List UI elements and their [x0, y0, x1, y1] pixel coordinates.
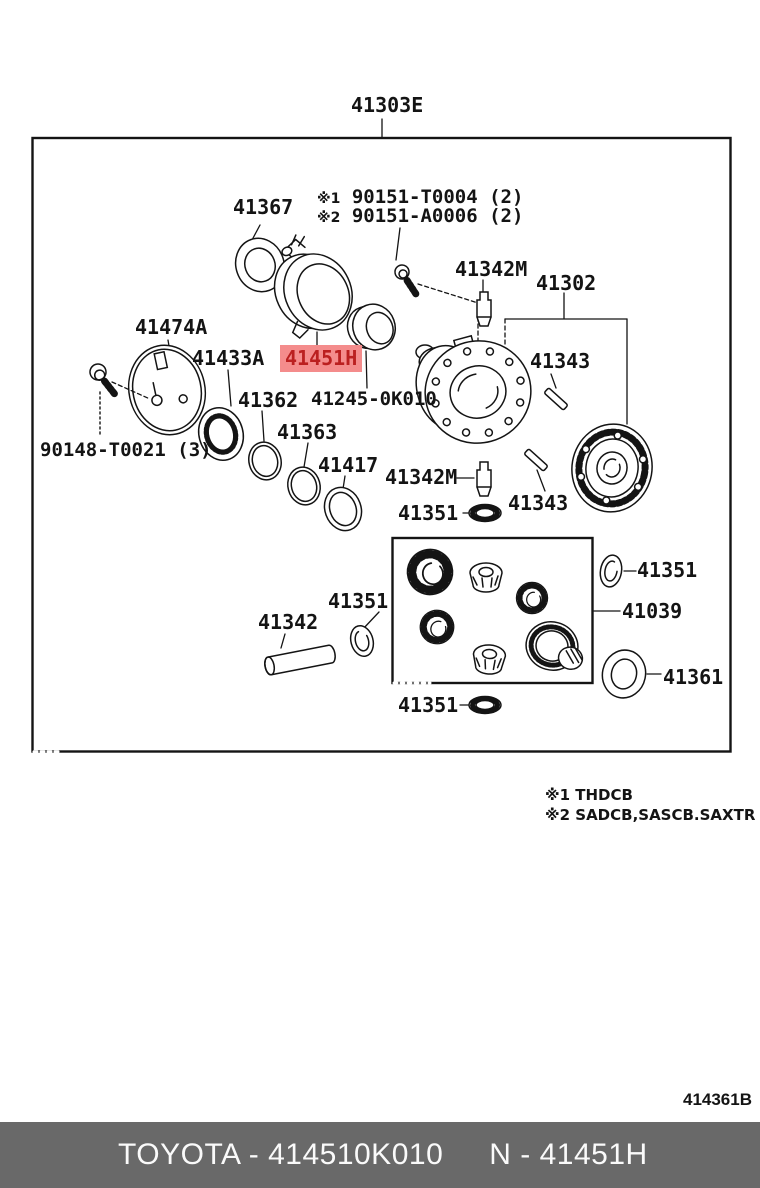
figure-code: 414361B — [682, 1090, 752, 1109]
shaft-41342-drawing — [264, 644, 336, 676]
ring-41367-drawing — [234, 237, 286, 293]
part-label-41361[interactable]: 41361 — [663, 665, 724, 689]
washer-41351-mid-drawing — [468, 503, 502, 523]
part-label-41451h-highlighted[interactable]: 41451H — [280, 345, 363, 372]
part-label-41343-upper[interactable]: 41343 — [530, 349, 591, 373]
rotor-41451h-drawing — [273, 234, 353, 340]
footer-reference-number: N - 41451H — [489, 1138, 648, 1171]
washer-41351-bottom-drawing — [468, 695, 502, 715]
part-label-41433a[interactable]: 41433A — [192, 346, 265, 370]
plate-41474a-drawing — [127, 344, 207, 436]
ring-41417-drawing — [323, 486, 363, 532]
plug-41342m-top-drawing — [476, 291, 492, 327]
gear-kit-41039-drawing — [403, 545, 584, 676]
part-label-41417[interactable]: 41417 — [318, 453, 379, 477]
gear-kit-box — [391, 536, 594, 685]
pin-41343-lower-drawing — [524, 448, 548, 472]
note-sadcb: ※2 SADCB,SASCB.SAXTR — [545, 806, 756, 824]
footer-part-number: TOYOTA - 414510K010 — [118, 1138, 444, 1171]
part-label-41362[interactable]: 41362 — [238, 388, 299, 412]
bushing-41245-drawing — [346, 303, 396, 351]
part-label-41302[interactable]: 41302 — [536, 271, 597, 295]
diff-case-41302-drawing — [415, 334, 532, 444]
bearing-41433a-drawing — [197, 407, 245, 461]
note-thdcb: ※1 THDCB — [545, 786, 633, 804]
footer-bar: TOYOTA - 414510K010 N - 41451H — [0, 1122, 760, 1188]
ref-mark-2: ※2 — [317, 210, 341, 226]
part-label-41363[interactable]: 41363 — [277, 420, 338, 444]
part-label-41342m-top[interactable]: 41342M — [455, 257, 528, 281]
washer-41361-drawing — [601, 649, 647, 699]
washer-41351-left-drawing — [349, 625, 375, 657]
ring-41362-drawing — [248, 441, 282, 481]
plug-41342m-lower-drawing — [476, 461, 492, 497]
part-label-41039[interactable]: 41039 — [622, 599, 683, 623]
part-label-41351-mid[interactable]: 41351 — [398, 501, 459, 525]
part-label-41351-right[interactable]: 41351 — [637, 558, 698, 582]
bolt-90148-drawing — [89, 363, 119, 399]
washer-41351-right-drawing — [599, 554, 623, 588]
diagram-title[interactable]: 41303E — [351, 93, 424, 117]
bolt-90151-drawing — [394, 264, 420, 298]
diagram-border — [31, 136, 732, 753]
part-label-41343-lower[interactable]: 41343 — [508, 491, 569, 515]
ring-gear-drawing — [571, 423, 653, 513]
part-label-41342[interactable]: 41342 — [258, 610, 319, 634]
part-label-41245-0k010[interactable]: 41245-0K010 — [311, 388, 437, 410]
part-label-90151-a0006[interactable]: ※2 90151-A0006 (2) — [317, 205, 524, 227]
ref-mark-1: ※1 — [317, 191, 341, 207]
part-label-41351-bottom[interactable]: 41351 — [398, 693, 459, 717]
part-label-41342m-lower[interactable]: 41342M — [385, 465, 458, 489]
part-label-41474a[interactable]: 41474A — [135, 315, 208, 339]
part-label-90148-t0021[interactable]: 90148-T0021 (3) — [40, 439, 212, 461]
pin-41343-upper-drawing — [544, 387, 568, 411]
part-label-41351-left[interactable]: 41351 — [328, 589, 389, 613]
part-label-90151-t0004[interactable]: ※1 90151-T0004 (2) — [317, 186, 524, 208]
part-label-41367[interactable]: 41367 — [233, 195, 294, 219]
ring-41363-drawing — [287, 466, 321, 506]
